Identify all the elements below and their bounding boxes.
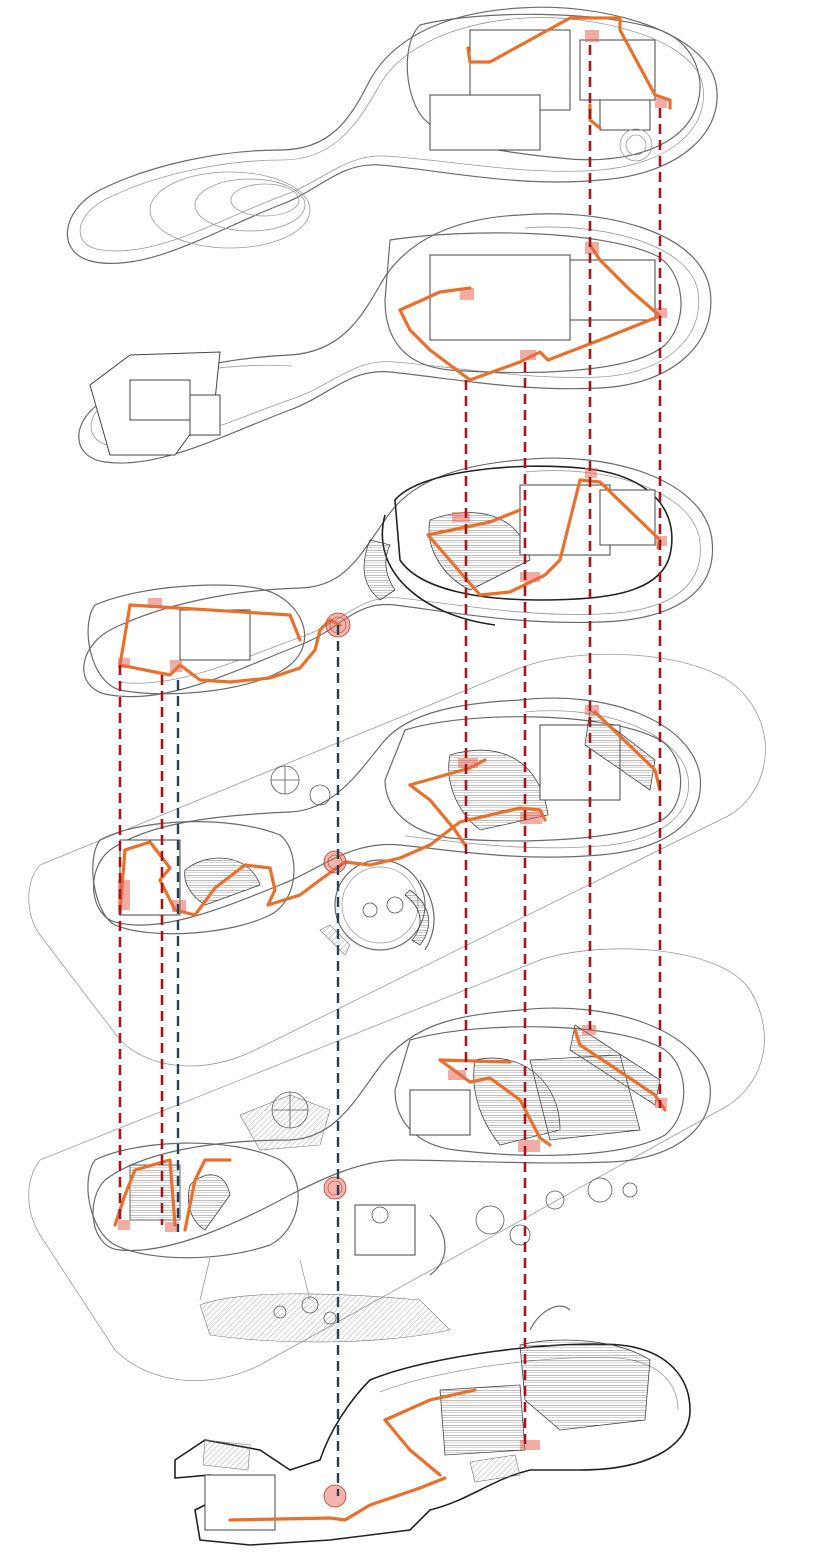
level-2-plan — [28, 653, 766, 1067]
level-3-plan — [83, 457, 714, 698]
level-4-plan — [78, 213, 712, 464]
level-basement-plan — [174, 1305, 691, 1546]
level-1-plan — [28, 948, 765, 1381]
vertical-circulation-links — [118, 45, 662, 1496]
level-roof-plan — [66, 6, 718, 264]
